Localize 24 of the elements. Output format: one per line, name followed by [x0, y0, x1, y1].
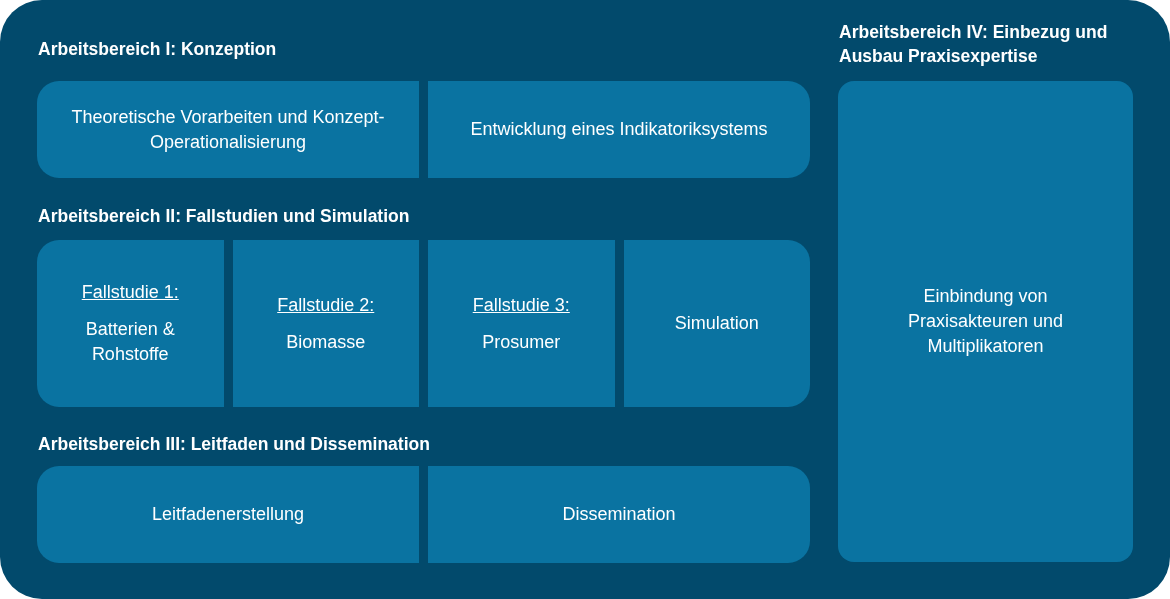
- package-text: Prosumer: [482, 330, 561, 354]
- work-package-box: [623, 240, 810, 407]
- package-text: Simulation: [674, 312, 759, 335]
- section-heading: Arbeitsbereich IV: Einbezug und Ausbau Praxisexpertise: [839, 21, 1109, 68]
- work-package-box: [428, 466, 810, 563]
- work-package-box: [428, 240, 615, 407]
- case-study-title: Fallstudie 2:: [277, 293, 375, 317]
- case-study-title: Fallstudie 3:: [472, 293, 570, 317]
- package-text: Theoretische Vorarbeiten und Konzept-Operationalisierung: [70, 105, 386, 154]
- section-heading: Arbeitsbereich I: Konzeption: [38, 38, 278, 61]
- package-text: Biomasse: [286, 330, 366, 354]
- package-text: Einbindung von Praxisakteuren und Multiplikatoren: [906, 285, 1065, 358]
- package-text: Batterien & Rohstoffe: [84, 318, 176, 366]
- work-package-box: [37, 466, 419, 563]
- package-text: Leitfadenerstellung: [151, 503, 305, 526]
- package-text: Entwicklung eines Indikatoriksystems: [470, 118, 768, 141]
- section-heading: Arbeitsbereich II: Fallstudien und Simulation: [38, 205, 411, 228]
- package-text: Dissemination: [562, 503, 676, 526]
- work-package-box: [37, 81, 419, 178]
- work-package-box: [428, 81, 810, 178]
- case-study-title: Fallstudie 1:: [81, 281, 179, 304]
- work-package-box: [232, 240, 419, 407]
- section-heading: Arbeitsbereich III: Leitfaden und Dissemination: [38, 433, 431, 456]
- work-package-box: [37, 240, 224, 407]
